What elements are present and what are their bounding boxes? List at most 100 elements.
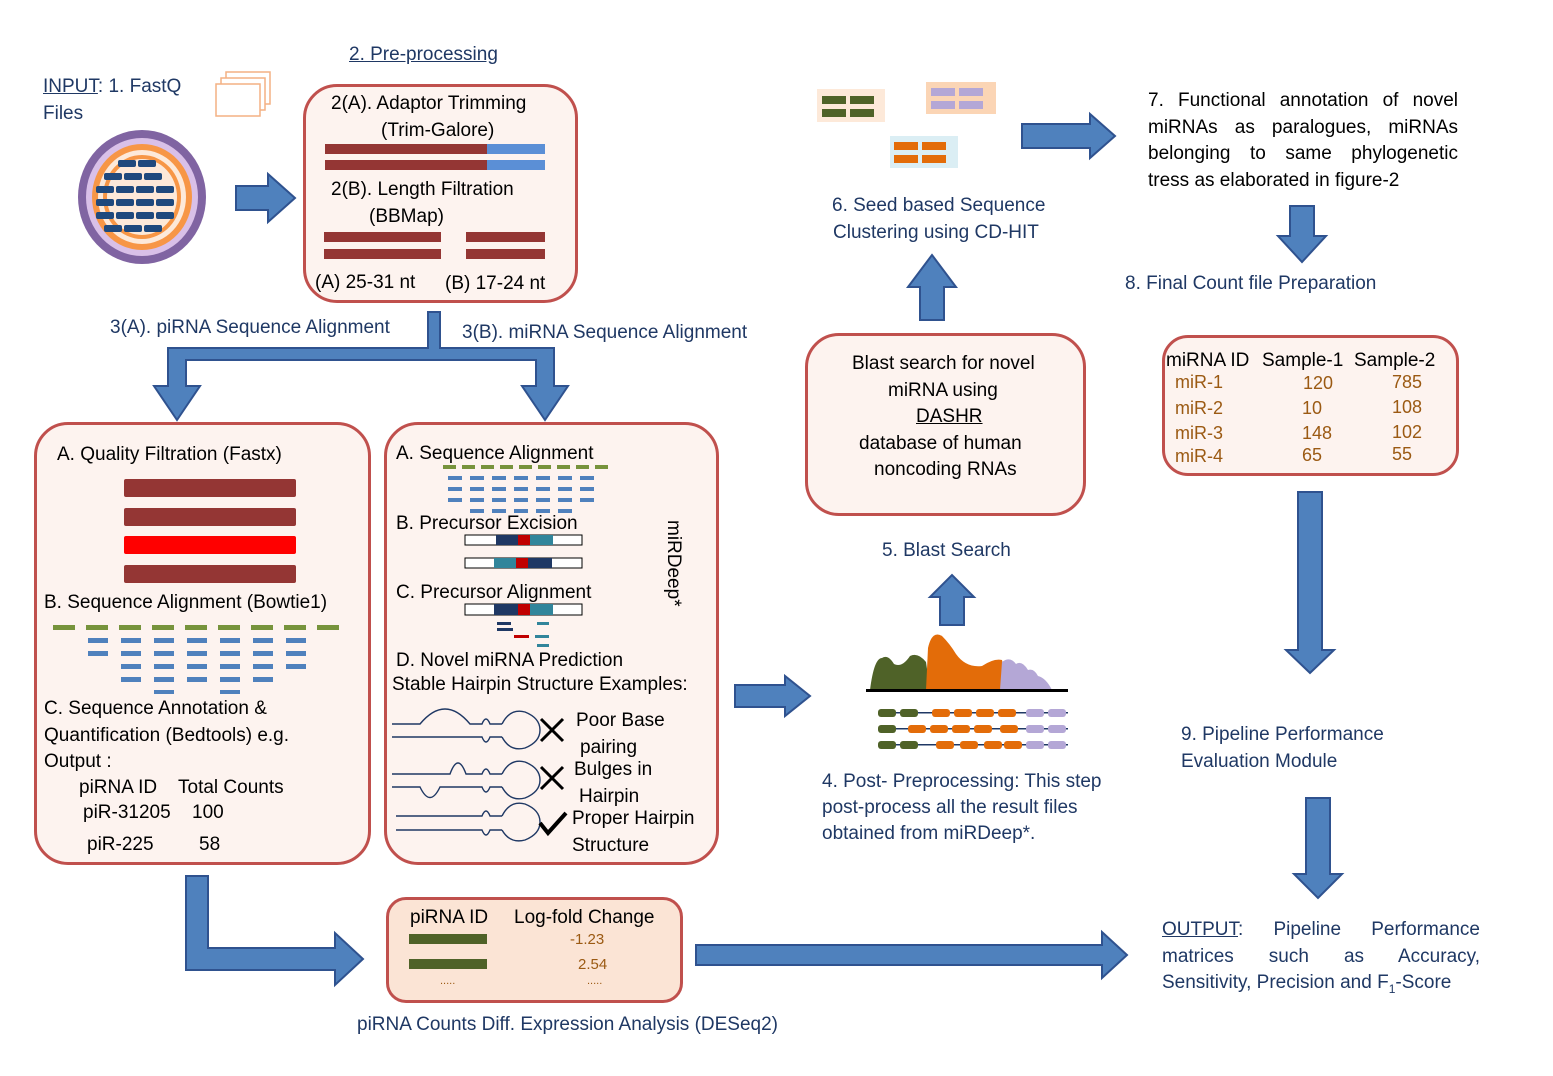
aligned-read [580, 487, 594, 491]
deseq-box [386, 897, 683, 1003]
flowcell-cluster [136, 199, 154, 206]
pirna-table-cell: piR-225 [87, 834, 154, 855]
count-cell: 120 [1303, 373, 1334, 393]
aligned-read [492, 487, 506, 491]
reference-segment [443, 465, 456, 469]
arrow-mirna-to-post [734, 673, 812, 719]
aligned-read [558, 509, 572, 513]
cross-icon [539, 765, 565, 791]
aligned-read [286, 651, 306, 656]
aligned-read [154, 677, 174, 682]
reference-segment [576, 465, 589, 469]
count-cell: 10 [1302, 398, 1323, 418]
hairpin-1-line1: Poor Base [576, 710, 665, 731]
flowcell-cluster [144, 173, 162, 180]
arrow-preprocess-split [152, 311, 570, 422]
blast-box [805, 333, 1086, 516]
exon-block [878, 709, 896, 717]
aligned-read [514, 476, 528, 480]
range-b: (B) 17-24 nt [445, 273, 546, 294]
exon-block [878, 741, 896, 749]
aligned-read [154, 664, 174, 669]
reference-segment [462, 465, 475, 469]
aligned-read [492, 498, 506, 502]
flowcell-cluster [156, 199, 174, 206]
post-line2: post-process all the result files [822, 797, 1078, 818]
quality-filtration-label: A. Quality Filtration (Fastx) [57, 444, 282, 465]
input-label-line2: Files [43, 103, 84, 124]
aligned-read [121, 677, 141, 682]
aligned-read [558, 498, 572, 502]
aligned-read [470, 487, 484, 491]
flowcell-cluster [116, 186, 134, 193]
post-line1: 4. Post- Preprocessing: This step [822, 771, 1102, 792]
low-quality-read-bar [124, 536, 296, 554]
post-line3: obtained from miRDeep*. [822, 823, 1036, 844]
aligned-read [187, 651, 207, 656]
aligned-read [448, 476, 462, 480]
read-bar [124, 565, 296, 583]
transcript-line [878, 728, 1068, 730]
read-bar [325, 160, 487, 170]
aligned-read [253, 677, 273, 682]
count-cell: miR-3 [1175, 423, 1223, 443]
seq-block [931, 88, 955, 96]
count-cell: 65 [1302, 445, 1323, 465]
arrow-pirna-to-deseq [185, 875, 365, 988]
reference-segment [557, 465, 570, 469]
aligned-read [492, 476, 506, 480]
exon-block [960, 741, 978, 749]
count-cell: 785 [1392, 372, 1423, 392]
reference-segment [538, 465, 551, 469]
count-cell: 102 [1392, 422, 1423, 442]
arrow-cluster-to-functional [1021, 111, 1117, 161]
reference-segment [53, 625, 75, 630]
blast-line3-dashr: DASHR [916, 406, 983, 427]
count-cell: miR-2 [1175, 398, 1223, 418]
output-text: OUTPUT: Pipeline Performance matrices su… [1162, 917, 1480, 1002]
exon-block [1026, 725, 1044, 733]
exon-block [932, 709, 950, 717]
flowcell-cluster [96, 199, 114, 206]
aligned-read [580, 498, 594, 502]
functional-annotation-text: 7. Functional annotation of novel miRNAs… [1148, 88, 1458, 194]
seq-block [822, 96, 846, 104]
reference-segment [152, 625, 174, 630]
seq-block [959, 101, 983, 109]
evaluation-line1: 9. Pipeline Performance [1181, 724, 1384, 745]
aligned-read [448, 487, 462, 491]
clustering-line1: 6. Seed based Sequence [832, 195, 1046, 216]
flowcell-icon [78, 130, 206, 264]
coverage-plot-graphic [866, 634, 1068, 692]
range-a: (A) 25-31 nt [315, 272, 416, 293]
aligned-read [536, 509, 550, 513]
seq-block [894, 142, 918, 150]
deseq-header-lfc: Log-fold Change [514, 907, 655, 928]
flowcell-cluster [144, 225, 162, 232]
seq-block [850, 96, 874, 104]
exon-block [952, 725, 970, 733]
mirna-alignment-title: 3(B). miRNA Sequence Alignment [462, 322, 748, 343]
flowcell-cluster [124, 173, 142, 180]
mirna-alignment-reads-graphic [443, 465, 608, 513]
adaptor-line1: 2(A). Adaptor Trimming [331, 93, 527, 114]
hairpin-3-line1: Proper Hairpin [572, 808, 695, 829]
output-line3-suffix: -Score [1395, 972, 1452, 993]
pirna-bar [409, 934, 487, 944]
aligned-read [154, 651, 174, 656]
hairpin-examples-label: Stable Hairpin Structure Examples: [392, 674, 688, 695]
annotation-line3: Output : [44, 751, 112, 772]
input-label-underlined: INPUT [43, 76, 98, 97]
exon-block [878, 725, 896, 733]
precursor-alignment-label: C. Precursor Alignment [396, 582, 592, 603]
aligned-read [536, 498, 550, 502]
reference-segment [251, 625, 273, 630]
seq-block [922, 142, 946, 150]
flowcell-cluster [136, 186, 154, 193]
exon-block [998, 709, 1016, 717]
aligned-read [220, 664, 240, 669]
cluster-olive [817, 89, 885, 122]
aligned-read [121, 651, 141, 656]
arrow-input-to-preprocess [235, 171, 297, 225]
arrow-blast-to-cluster [906, 253, 958, 321]
